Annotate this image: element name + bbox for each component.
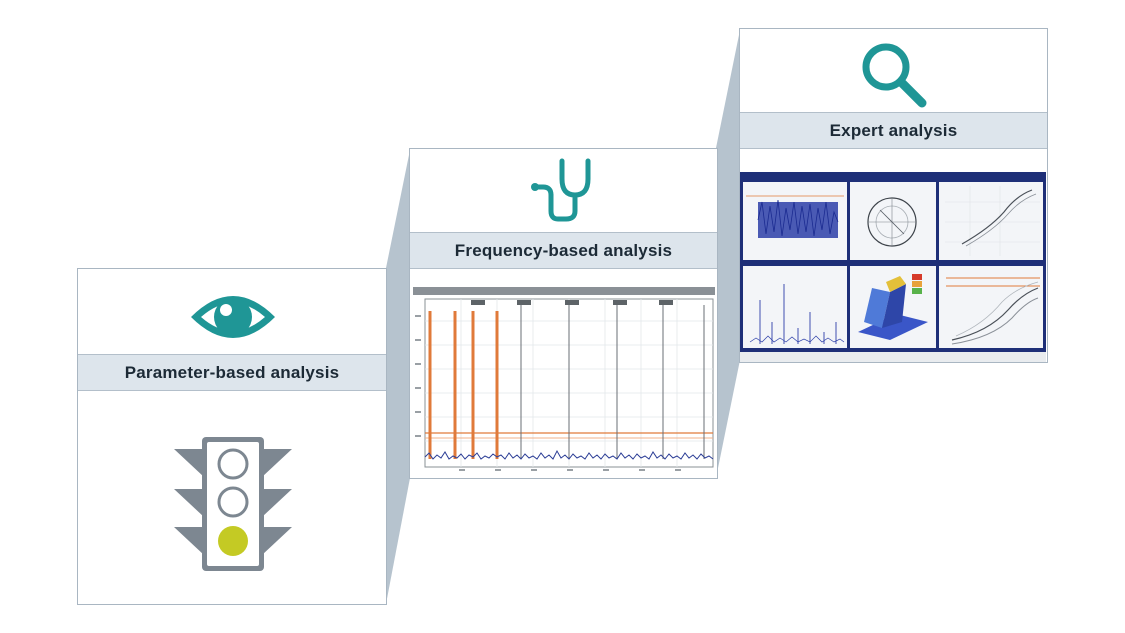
stage-card-frequency: Frequency-based analysis <box>409 148 718 479</box>
red-light <box>217 448 249 480</box>
harmonic-markers <box>520 305 705 459</box>
spectrum-line <box>424 449 714 460</box>
amber-light <box>217 486 249 518</box>
stethoscope-icon <box>531 158 591 222</box>
stage-title: Expert analysis <box>829 120 958 140</box>
frequency-spectrum-screenshot <box>413 287 715 477</box>
eye-icon <box>191 296 275 338</box>
spectrum-plot <box>413 287 715 471</box>
traffic-light-icon <box>174 437 292 571</box>
connector-1-2 <box>386 150 410 604</box>
connector-2-3 <box>716 30 740 478</box>
dashboard-panels <box>740 172 1046 362</box>
stage-title: Frequency-based analysis <box>454 240 673 260</box>
stage-label-parameter: Parameter-based analysis <box>78 354 386 391</box>
stage-label-frequency: Frequency-based analysis <box>410 232 717 269</box>
stage-card-parameter: Parameter-based analysis <box>77 268 387 605</box>
green-light <box>218 526 248 556</box>
stage-title: Parameter-based analysis <box>124 362 340 382</box>
stage-label-expert: Expert analysis <box>740 112 1047 149</box>
magnifier-icon <box>862 43 927 108</box>
spectrum-peaks <box>428 311 499 459</box>
expert-analysis-dashboard-screenshot <box>740 172 1046 362</box>
stage-card-expert: Expert analysis <box>739 28 1048 363</box>
